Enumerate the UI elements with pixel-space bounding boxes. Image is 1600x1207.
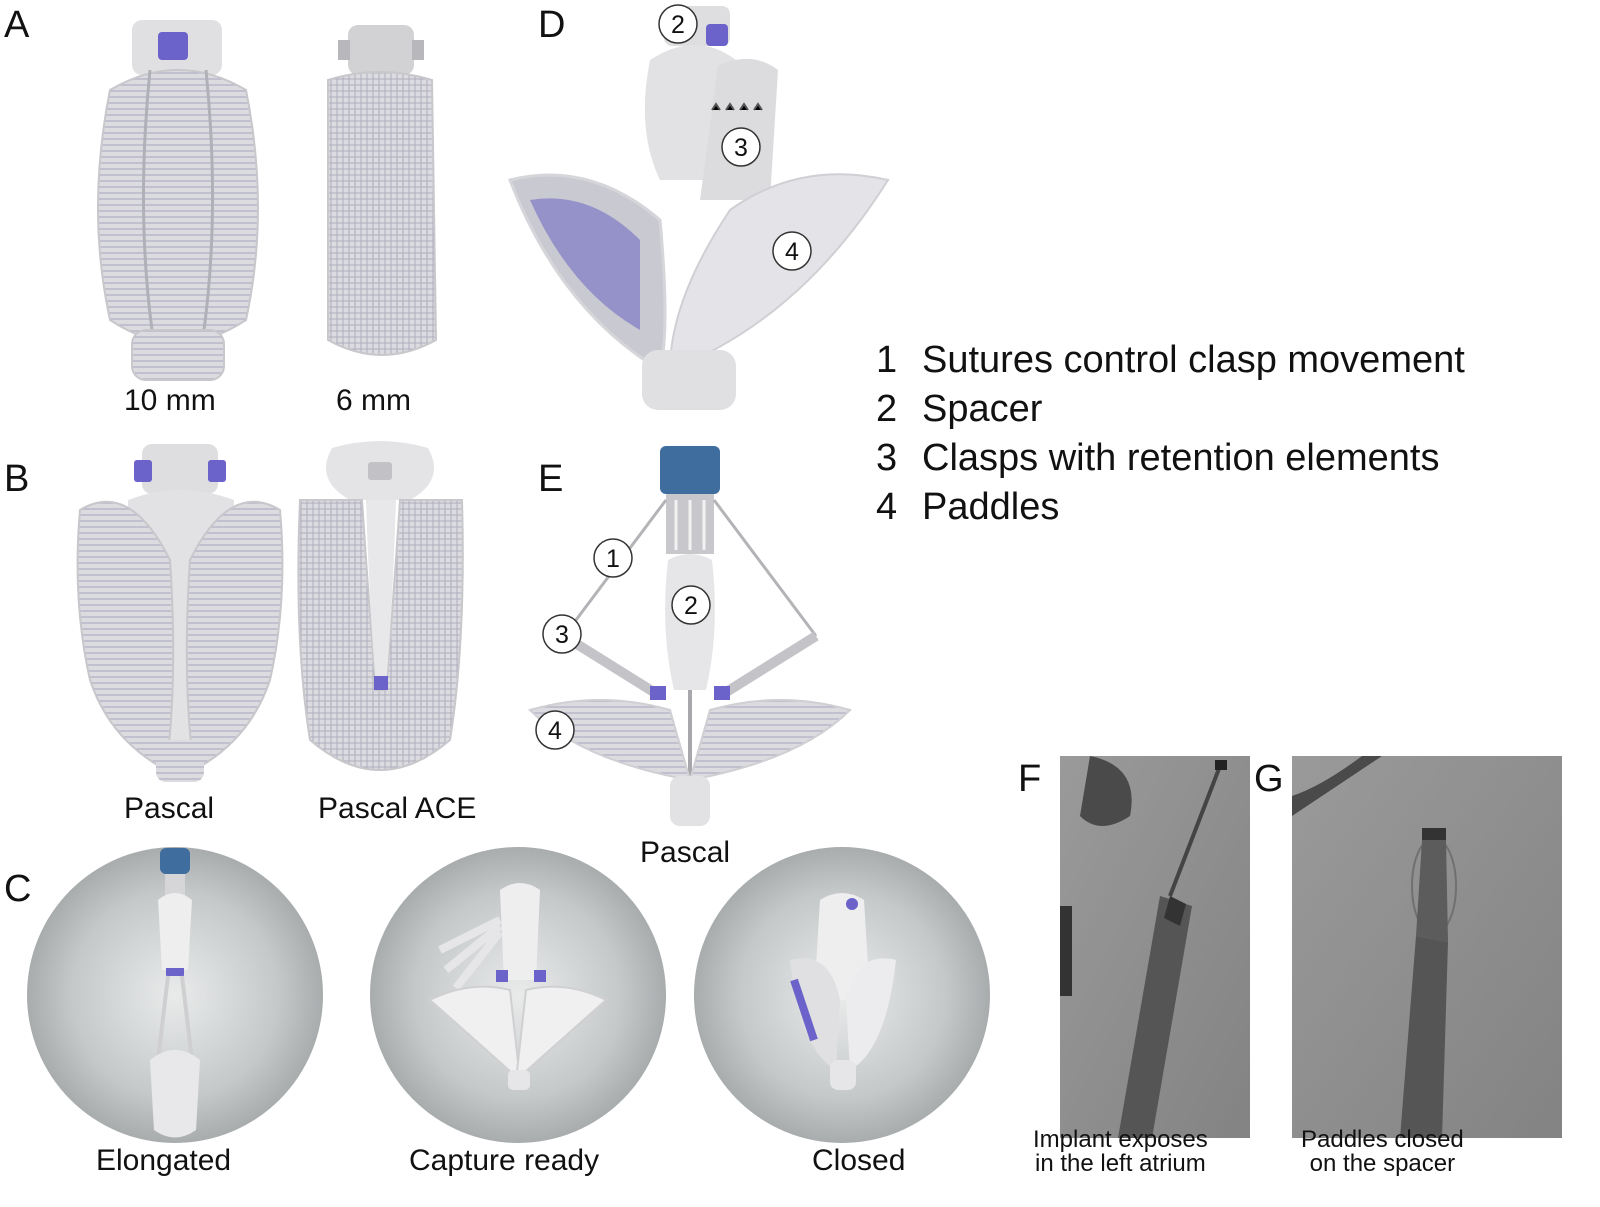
caption-elongated: Elongated [96,1144,232,1177]
legend-item-2: 2 Spacer [876,385,1465,434]
legend-num: 4 [876,486,898,528]
device-pascal [76,444,284,782]
panel-letter-b: B [4,458,30,500]
legend-text: Sutures control clasp movement [922,339,1465,381]
svg-text:4: 4 [785,238,799,266]
callout-e3: 3 [542,614,582,654]
legend-num: 1 [876,339,898,381]
panel-letter-f: F [1018,758,1042,800]
caption-pascal: Pascal [124,792,215,825]
legend: 1 Sutures control clasp movement 2 Space… [876,336,1465,532]
panel-d-illustration: 2 3 4 [507,4,890,410]
legend-text: Paddles [922,486,1060,528]
state-closed [694,847,990,1143]
panel-f-xray [1060,756,1250,1138]
panel-c-illustration [27,847,990,1143]
panel-letter-c: C [4,868,32,910]
panel-letter-e: E [538,458,564,500]
caption-g: Paddles closed on the spacer [1301,1128,1464,1176]
legend-text: Clasps with retention elements [922,437,1440,479]
panel-letter-d: D [538,4,566,46]
svg-text:3: 3 [555,621,569,649]
device-10mm [97,20,259,381]
legend-text: Spacer [922,388,1043,430]
device-exploded-view [507,6,890,410]
callout-e1: 1 [593,538,633,578]
panel-g-xray [1292,756,1562,1138]
callout-d4: 4 [772,231,812,271]
svg-text:1: 1 [606,545,620,573]
caption-f-line2: in the left atrium [1035,1150,1206,1177]
state-elongated [27,847,323,1143]
callout-e2: 2 [671,585,711,625]
caption-f-line1: Implant exposes [1033,1126,1208,1153]
legend-item-1: 1 Sutures control clasp movement [876,336,1465,385]
caption-g-line1: Paddles closed [1301,1126,1464,1153]
svg-text:2: 2 [671,11,685,39]
caption-pascal-ace: Pascal ACE [318,792,477,825]
legend-num: 2 [876,388,898,430]
caption-f: Implant exposes in the left atrium [1033,1128,1208,1176]
panel-e-illustration: 1 2 3 4 [528,446,852,826]
caption-10mm: 10 mm [124,384,216,417]
panel-b-illustration [76,441,464,782]
caption-capture-ready: Capture ready [409,1144,600,1177]
callout-d2: 2 [658,4,698,44]
panel-letter-a: A [4,4,30,46]
caption-g-line2: on the spacer [1309,1150,1456,1177]
panel-letter-g: G [1254,758,1284,800]
callout-d3: 3 [721,127,761,167]
legend-num: 3 [876,437,898,479]
caption-pascal-e: Pascal [640,836,731,869]
callout-e4: 4 [535,710,575,750]
device-6mm [327,25,438,356]
state-capture-ready [370,847,666,1143]
svg-text:3: 3 [734,134,748,162]
svg-text:4: 4 [548,717,562,745]
device-pascal-ace [297,441,464,771]
legend-item-3: 3 Clasps with retention elements [876,434,1465,483]
svg-text:2: 2 [684,592,698,620]
legend-item-4: 4 Paddles [876,483,1465,532]
panel-a-illustration [97,20,438,381]
caption-closed: Closed [812,1144,906,1177]
caption-6mm: 6 mm [336,384,411,417]
